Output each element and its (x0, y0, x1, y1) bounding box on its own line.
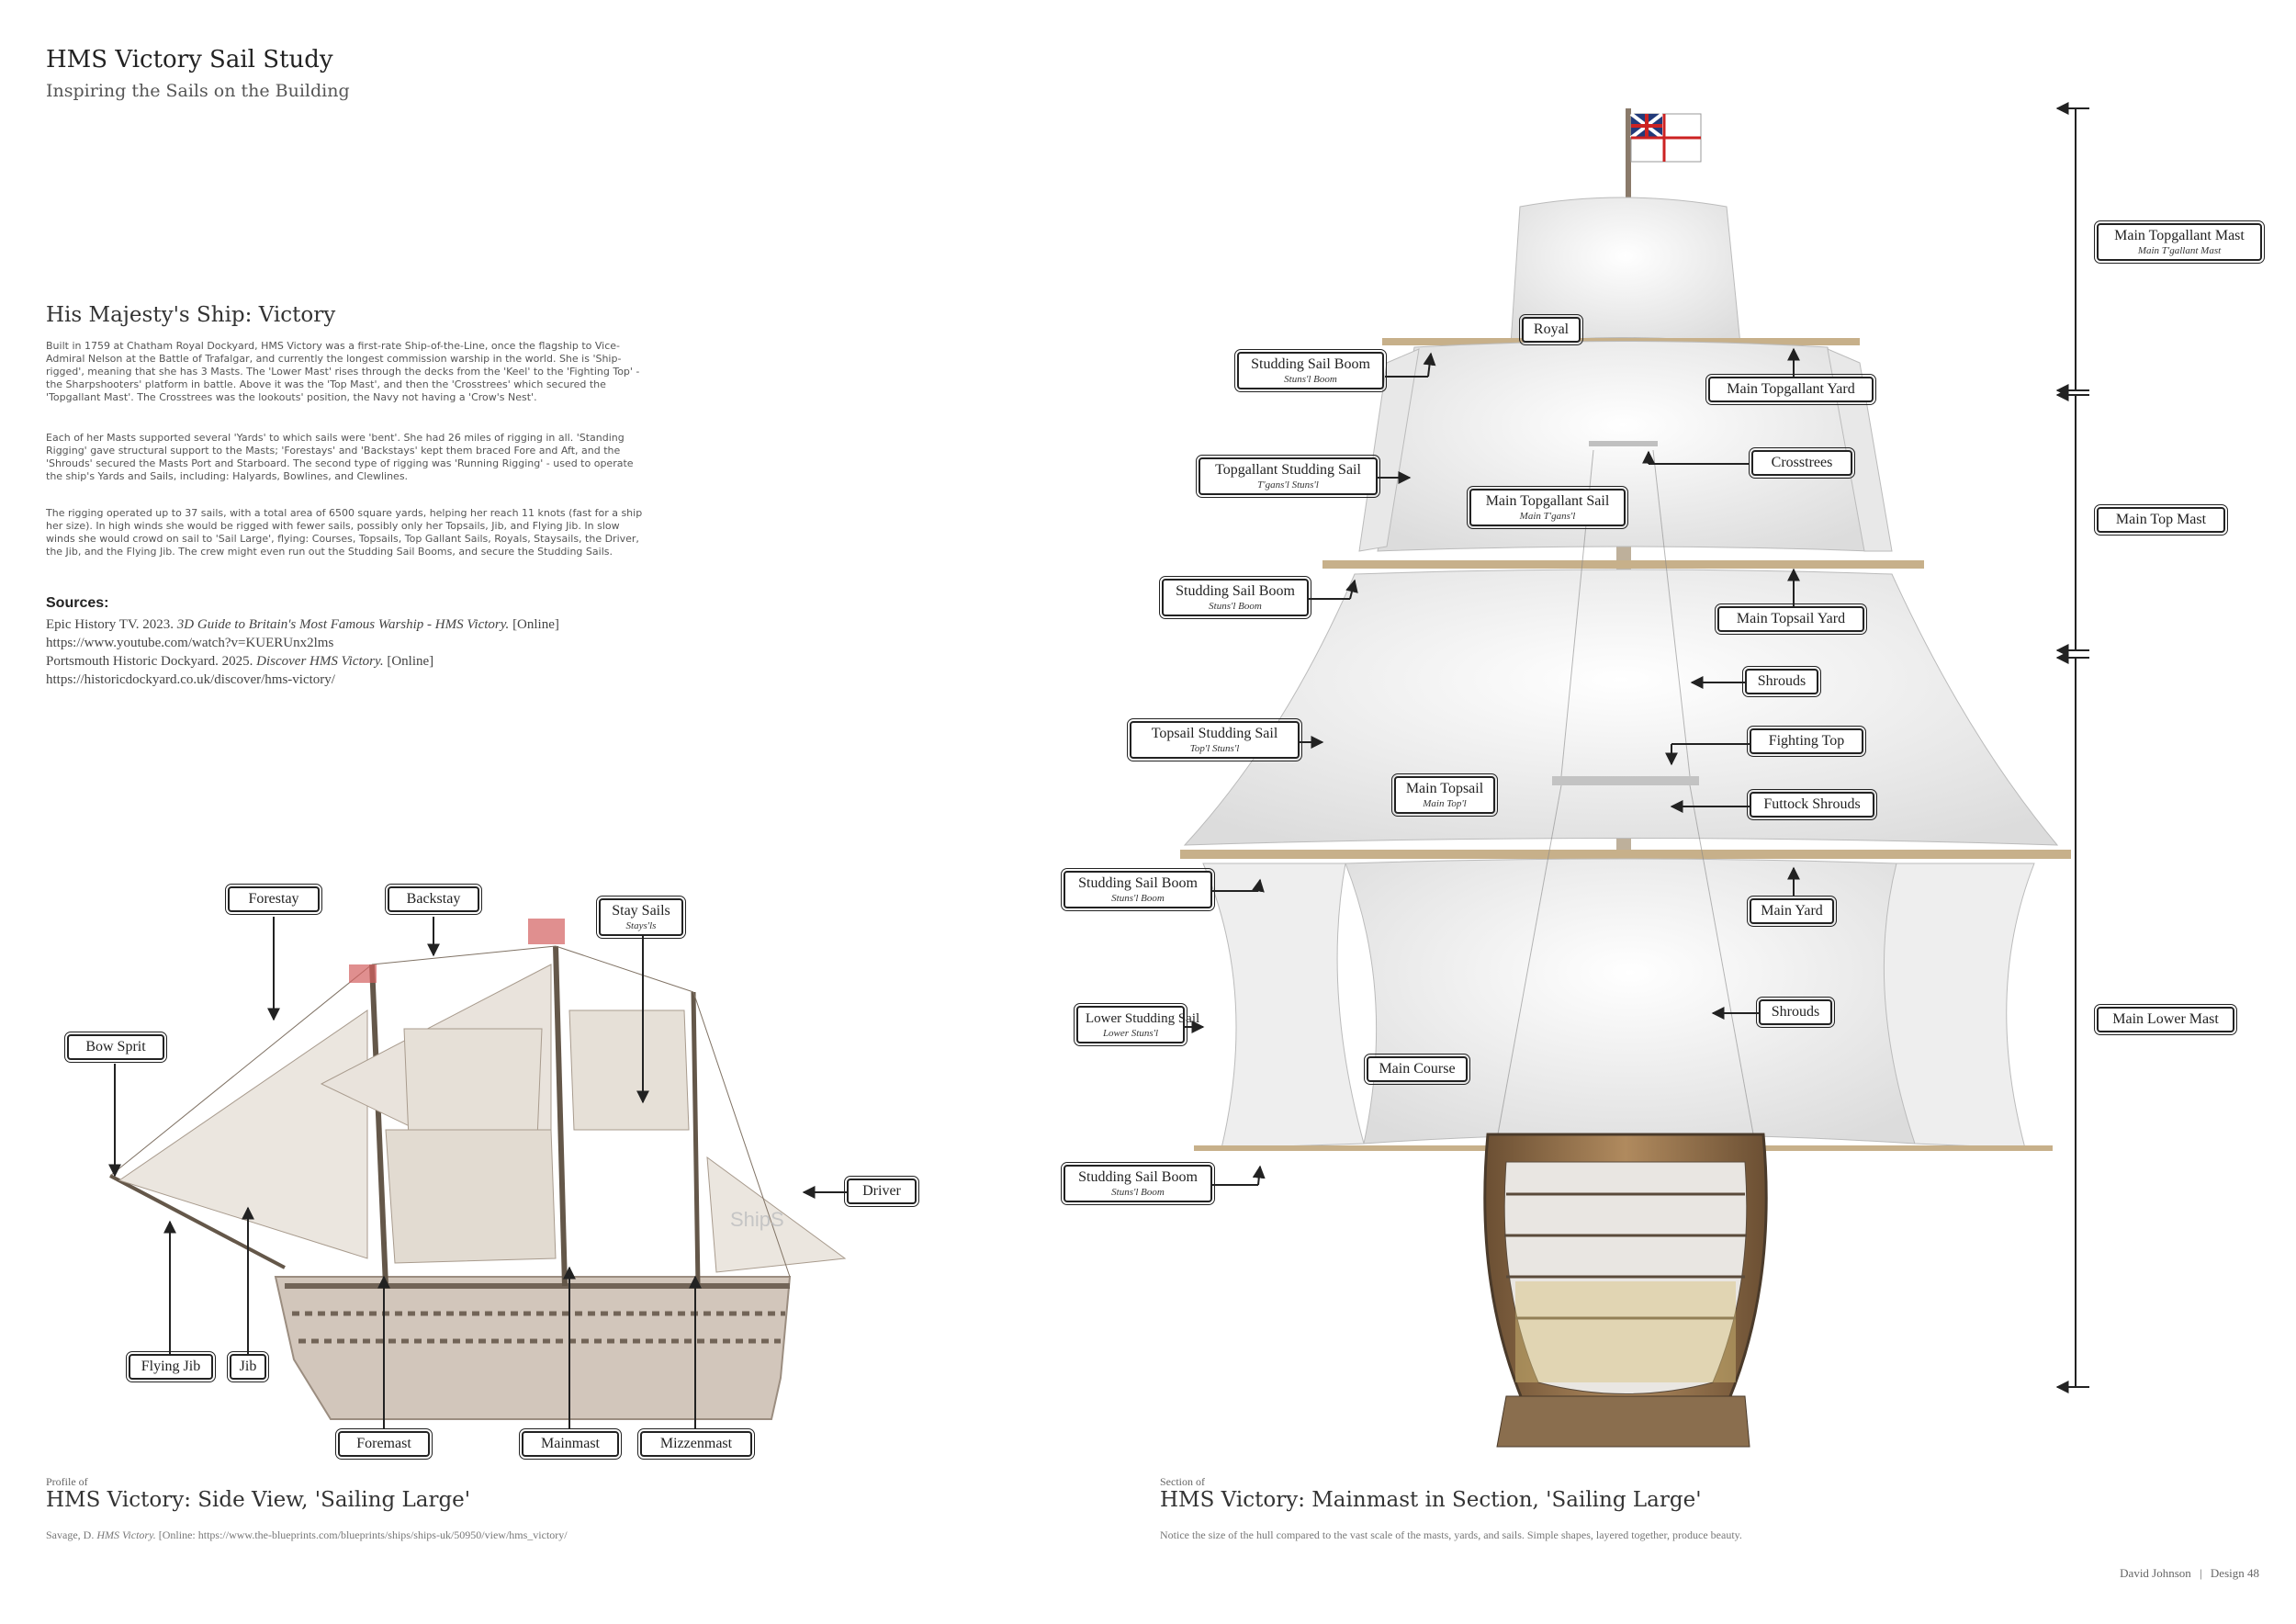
label-main-topsail-yard: Main Topsail Yard (1715, 603, 1867, 635)
label-jib: Jib (227, 1351, 269, 1382)
page-footer: David Johnson | Design 48 (2120, 1566, 2259, 1581)
label-foremast: Foremast (335, 1428, 433, 1460)
hull-stand (1496, 1395, 1750, 1448)
intro-paragraph-3: The rigging operated up to 37 sails, wit… (46, 507, 643, 558)
label-forestay: Forestay (225, 884, 322, 915)
label-bow-sprit: Bow Sprit (64, 1032, 167, 1063)
label-crosstrees: Crosstrees (1749, 447, 1855, 479)
label-flying-jib: Flying Jib (126, 1351, 216, 1382)
sources-heading: Sources: (46, 595, 109, 611)
side-mizzenmast (691, 991, 701, 1287)
side-view-caption: HMS Victory: Side View, 'Sailing Large' (46, 1488, 471, 1512)
section-view-ship (1180, 108, 2071, 1448)
section-view-note: Notice the size of the hull compared to … (1160, 1528, 1742, 1541)
label-main-lower-mast: Main Lower Mast (2094, 1004, 2237, 1035)
intro-paragraph-1: Built in 1759 at Chatham Royal Dockyard,… (46, 340, 640, 403)
intro-paragraph-2: Each of her Masts supported several 'Yar… (46, 432, 634, 482)
source-entry-1: Epic History TV. 2023. 3D Guide to Brita… (46, 617, 559, 650)
section-view-caption-small: Section of (1160, 1475, 1205, 1488)
footer-separator: | (2200, 1566, 2202, 1580)
side-view-leaders (108, 917, 847, 1428)
side-view-credit: Savage, D. HMS Victory. [Online: https:/… (46, 1528, 568, 1541)
source-entry-2: Portsmouth Historic Dockyard. 2025. Disc… (46, 654, 434, 687)
side-watermark: ShipS (730, 1208, 784, 1231)
side-view-caption-small: Profile of (46, 1475, 88, 1488)
fighting-top-platform (1552, 776, 1699, 785)
side-hull (274, 1276, 792, 1420)
footer-author: David Johnson (2120, 1566, 2191, 1580)
page-subtitle: Inspiring the Sails on the Building (46, 81, 350, 101)
footer-page-number: Design 48 (2210, 1566, 2259, 1580)
side-mainmast (553, 945, 568, 1287)
label-futtock-shrouds: Futtock Shrouds (1747, 789, 1877, 820)
section-view-caption: HMS Victory: Mainmast in Section, 'Saili… (1160, 1488, 1702, 1512)
label-shrouds-lower: Shrouds (1756, 997, 1835, 1028)
mast-range-brackets (2055, 102, 2089, 1393)
side-bowsprit (109, 1174, 286, 1269)
intro-heading: His Majesty's Ship: Victory (46, 303, 336, 327)
label-shrouds-upper: Shrouds (1742, 666, 1821, 697)
label-main-top-mast: Main Top Mast (2094, 504, 2228, 536)
label-fighting-top: Fighting Top (1747, 726, 1866, 757)
side-view-ship: ShipS (109, 919, 847, 1420)
label-main-yard: Main Yard (1747, 896, 1837, 927)
label-royal: Royal (1519, 314, 1583, 345)
label-main-topgallant-yard: Main Topgallant Yard (1705, 374, 1876, 405)
page-title: HMS Victory Sail Study (46, 46, 333, 73)
section-view-leaders (1185, 331, 1800, 1186)
label-mizzenmast: Mizzenmast (637, 1428, 755, 1460)
label-driver: Driver (844, 1176, 919, 1207)
label-backstay: Backstay (385, 884, 482, 915)
label-main-course: Main Course (1364, 1054, 1470, 1085)
side-foremast (369, 964, 388, 1287)
label-mainmast: Mainmast (519, 1428, 622, 1460)
